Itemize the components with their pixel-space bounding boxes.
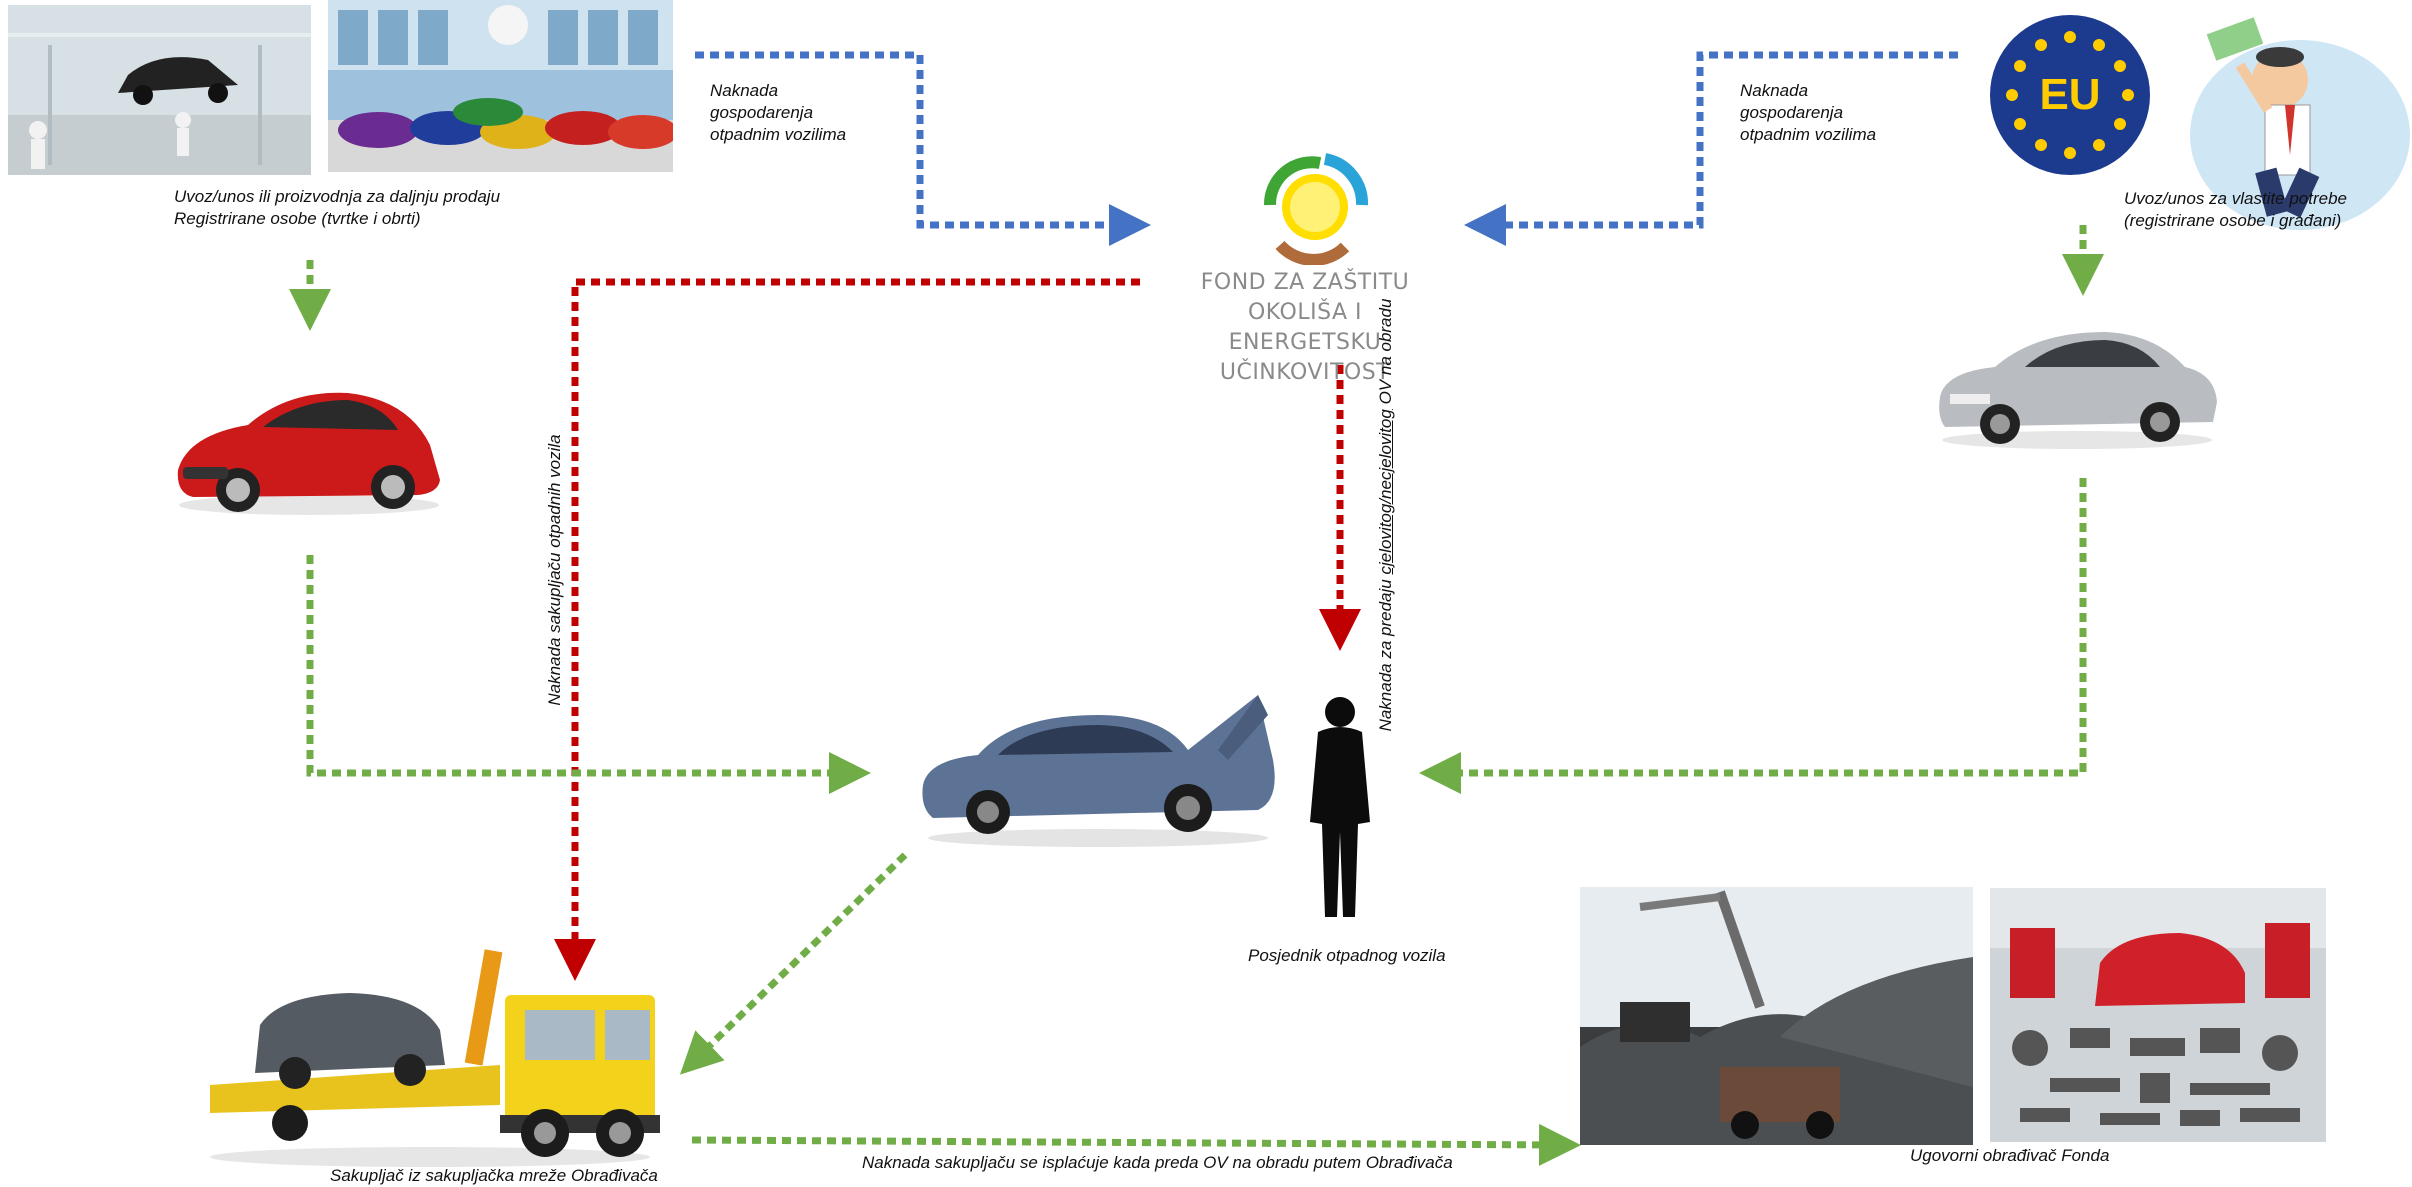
collector-tow-truck <box>210 949 660 1167</box>
owner-fee-suffix: OV na obradu <box>1376 298 1395 410</box>
car-showroom-photo <box>328 0 673 172</box>
vehicle-owner-silhouette <box>1310 697 1370 917</box>
owner-fee-prefix: Naknada za predaju <box>1376 574 1395 732</box>
green-arrow-wreck-to-collector <box>679 852 908 1075</box>
own-import-line2: (registrirane osobe i građani) <box>2124 211 2342 230</box>
scrapyard-photo <box>1580 887 1973 1145</box>
producers-caption-line1: Uvoz/unos ili proizvodnja za daljnju pro… <box>174 187 501 206</box>
fund-name-line2: ENERGETSKU UČINKOVITOST <box>1219 330 1391 385</box>
blue-arrow-producers-to-fund <box>695 51 1151 246</box>
fee-left-line3: otpadnim vozilima <box>710 125 847 144</box>
producers-caption: Uvoz/unos ili proizvodnja za daljnju pro… <box>174 186 500 230</box>
fund-name: FOND ZA ZAŠTITU OKOLIŠA I ENERGETSKU UČI… <box>1150 268 1460 388</box>
wrecked-car <box>922 695 1275 847</box>
blue-arrow-own-import-to-fund <box>1464 51 1958 246</box>
eu-logo: EU <box>1990 15 2150 175</box>
producers-caption-line2: Registrirane osobe (tvrtke i obrti) <box>174 209 421 228</box>
cartoon-man-illustration <box>2190 17 2410 230</box>
eu-badge-text: EU <box>2039 70 2101 119</box>
green-arrow-collector-to-processor <box>691 1123 1581 1166</box>
collector-paid-caption: Naknada sakupljaču se isplaćuje kada pre… <box>862 1153 1453 1172</box>
fund-logo <box>1263 153 1369 265</box>
fee-left-line2: gospodarenja <box>710 103 814 122</box>
eu-stars <box>2006 31 2134 159</box>
red-arrow-fund-to-collector <box>554 278 1140 981</box>
dismantled-car-parts-photo <box>1990 888 2326 1142</box>
own-import-caption: Uvoz/unos za vlastite potrebe (registrir… <box>2124 188 2347 232</box>
owner-fee-vertical-label: Naknada za predaju cjelovitog/necjelovit… <box>1375 299 1397 732</box>
car-factory-photo <box>8 5 311 175</box>
green-arrow-car-to-wreck <box>306 555 871 794</box>
own-import-line1: Uvoz/unos za vlastite potrebe <box>2124 189 2348 208</box>
fee-left-caption: Naknada gospodarenja otpadnim vozilima <box>710 80 846 146</box>
fee-left-line1: Naknada <box>710 81 779 100</box>
owner-caption: Posjednik otpadnog vozila <box>1248 946 1446 965</box>
fee-right-line1: Naknada <box>1740 81 1809 100</box>
imported-silver-car <box>1939 332 2217 449</box>
processor-caption: Ugovorni obrađivač Fonda <box>1910 1146 2110 1165</box>
fee-right-caption: Naknada gospodarenja otpadnim vozilima <box>1740 80 1876 146</box>
collector-fee-vertical-label: Naknada sakupljaču otpadnih vozila <box>545 434 564 706</box>
owner-fee-underlined: cjelovitog/necjelovitog <box>1376 409 1395 575</box>
new-red-car <box>177 392 440 515</box>
collector-caption: Sakupljač iz sakupljačka mreže Obrađivač… <box>330 1166 658 1185</box>
green-arrow-used-car-to-owner <box>1419 478 2087 794</box>
fee-right-line3: otpadnim vozilima <box>1740 125 1877 144</box>
fund-name-line1: FOND ZA ZAŠTITU OKOLIŠA I <box>1200 270 1410 325</box>
fee-right-line2: gospodarenja <box>1740 103 1844 122</box>
